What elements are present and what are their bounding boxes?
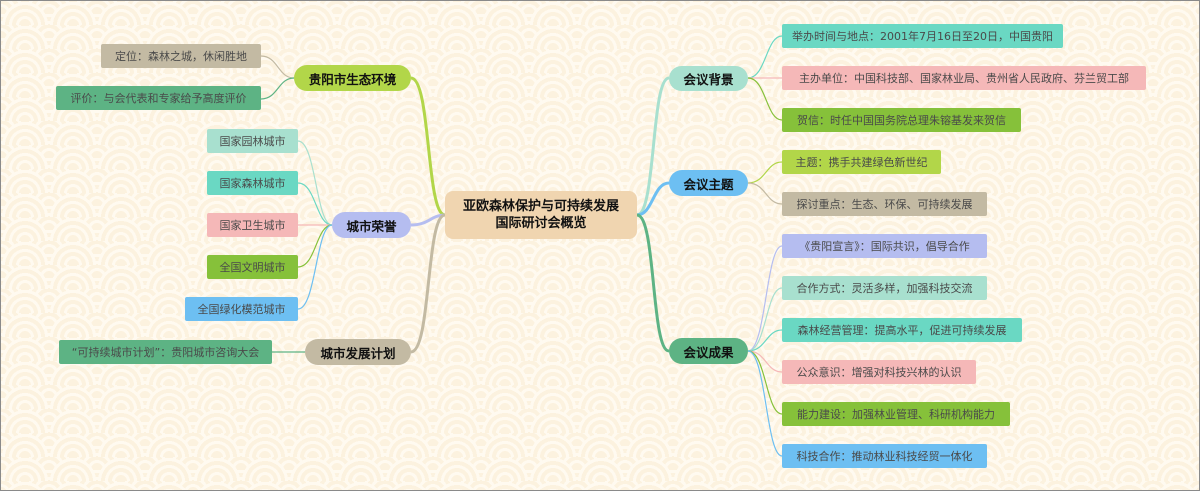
leaf-greening-model-city[interactable]: 全国绿化模范城市: [185, 297, 298, 321]
leaf-positioning[interactable]: 定位：森林之城，休闲胜地: [101, 44, 261, 68]
branch-meeting-background[interactable]: 会议背景: [669, 66, 748, 91]
leaf-organizers[interactable]: 主办单位：中国科技部、国家林业局、贵州省人民政府、芬兰贸工部: [782, 66, 1146, 90]
branch-label: 会议成果: [683, 344, 734, 360]
branch-label: 城市发展计划: [320, 345, 396, 361]
leaf-national-health-city[interactable]: 国家卫生城市: [207, 213, 298, 237]
branch-label: 会议主题: [683, 176, 734, 192]
branch-label: 城市荣誉: [346, 218, 397, 234]
leaf-national-civilized-city[interactable]: 全国文明城市: [207, 255, 298, 279]
leaf-text: 全国绿化模范城市: [197, 303, 286, 316]
branch-guiyang-ecology[interactable]: 贵阳市生态环境: [294, 65, 411, 91]
branch-city-development-plan[interactable]: 城市发展计划: [305, 339, 411, 365]
leaf-text: 合作方式：灵活多样，加强科技交流: [796, 282, 973, 295]
leaf-text: 森林经营管理：提高水平，促进可持续发展: [797, 324, 1007, 337]
leaf-national-garden-city[interactable]: 国家园林城市: [207, 129, 298, 153]
leaf-text: 主办单位：中国科技部、国家林业局、贵州省人民政府、芬兰贸工部: [799, 72, 1129, 85]
leaf-text: 《贵阳宣言》：国际共识，倡导合作: [799, 240, 970, 253]
leaf-text: 公众意识：增强对科技兴林的认识: [796, 366, 962, 379]
leaf-discussion-focus[interactable]: 探讨重点：生态、环保、可持续发展: [782, 192, 987, 216]
leaf-tech-cooperation[interactable]: 科技合作：推动林业科技经贸一体化: [782, 444, 987, 468]
branch-label: 贵阳市生态环境: [308, 71, 397, 87]
leaf-time-place[interactable]: 举办时间与地点：2001年7月16日至20日，中国贵阳: [782, 24, 1063, 48]
leaf-text: 举办时间与地点：2001年7月16日至20日，中国贵阳: [792, 30, 1053, 43]
branch-label: 会议背景: [683, 72, 734, 87]
leaf-text: 国家森林城市: [219, 177, 286, 190]
leaf-text: 能力建设：加强林业管理、科研机构能力: [797, 408, 995, 421]
leaf-theme[interactable]: 主题：携手共建绿色新世纪: [782, 150, 941, 174]
leaf-congratulation-letter[interactable]: 贺信：时任中国国务院总理朱镕基发来贺信: [782, 108, 1021, 132]
branch-meeting-theme[interactable]: 会议主题: [669, 170, 748, 196]
leaf-text: 评价：与会代表和专家给予高度评价: [70, 92, 247, 105]
leaf-public-awareness[interactable]: 公众意识：增强对科技兴林的认识: [782, 360, 976, 384]
leaf-text: “可持续城市计划”：贵阳城市咨询大会: [71, 346, 260, 359]
leaf-text: 国家园林城市: [219, 135, 286, 148]
leaf-text: 主题：携手共建绿色新世纪: [795, 156, 928, 169]
leaf-guiyang-declaration[interactable]: 《贵阳宣言》：国际共识，倡导合作: [782, 234, 987, 258]
leaf-evaluation[interactable]: 评价：与会代表和专家给予高度评价: [56, 86, 261, 110]
leaf-text: 全国文明城市: [219, 261, 286, 274]
leaf-text: 科技合作：推动林业科技经贸一体化: [796, 450, 973, 463]
leaf-forest-management[interactable]: 森林经营管理：提高水平，促进可持续发展: [782, 318, 1022, 342]
leaf-text: 国家卫生城市: [219, 219, 286, 232]
root-topic[interactable]: 亚欧森林保护与可持续发展 国际研讨会概览: [445, 191, 637, 239]
leaf-text: 贺信：时任中国国务院总理朱镕基发来贺信: [797, 114, 1006, 127]
branch-city-honors[interactable]: 城市荣誉: [332, 212, 411, 238]
leaf-national-forest-city[interactable]: 国家森林城市: [207, 171, 298, 195]
root-title-line1: 亚欧森林保护与可持续发展: [462, 199, 619, 214]
leaf-cooperation-mode[interactable]: 合作方式：灵活多样，加强科技交流: [782, 276, 987, 300]
leaf-capacity-building[interactable]: 能力建设：加强林业管理、科研机构能力: [782, 402, 1010, 426]
root-title-line2: 国际研讨会概览: [495, 216, 587, 231]
leaf-text: 定位：森林之城，休闲胜地: [115, 50, 247, 63]
leaf-sustainable-city-plan[interactable]: “可持续城市计划”：贵阳城市咨询大会: [59, 340, 272, 364]
leaf-text: 探讨重点：生态、环保、可持续发展: [796, 198, 973, 211]
branch-meeting-results[interactable]: 会议成果: [669, 338, 748, 364]
